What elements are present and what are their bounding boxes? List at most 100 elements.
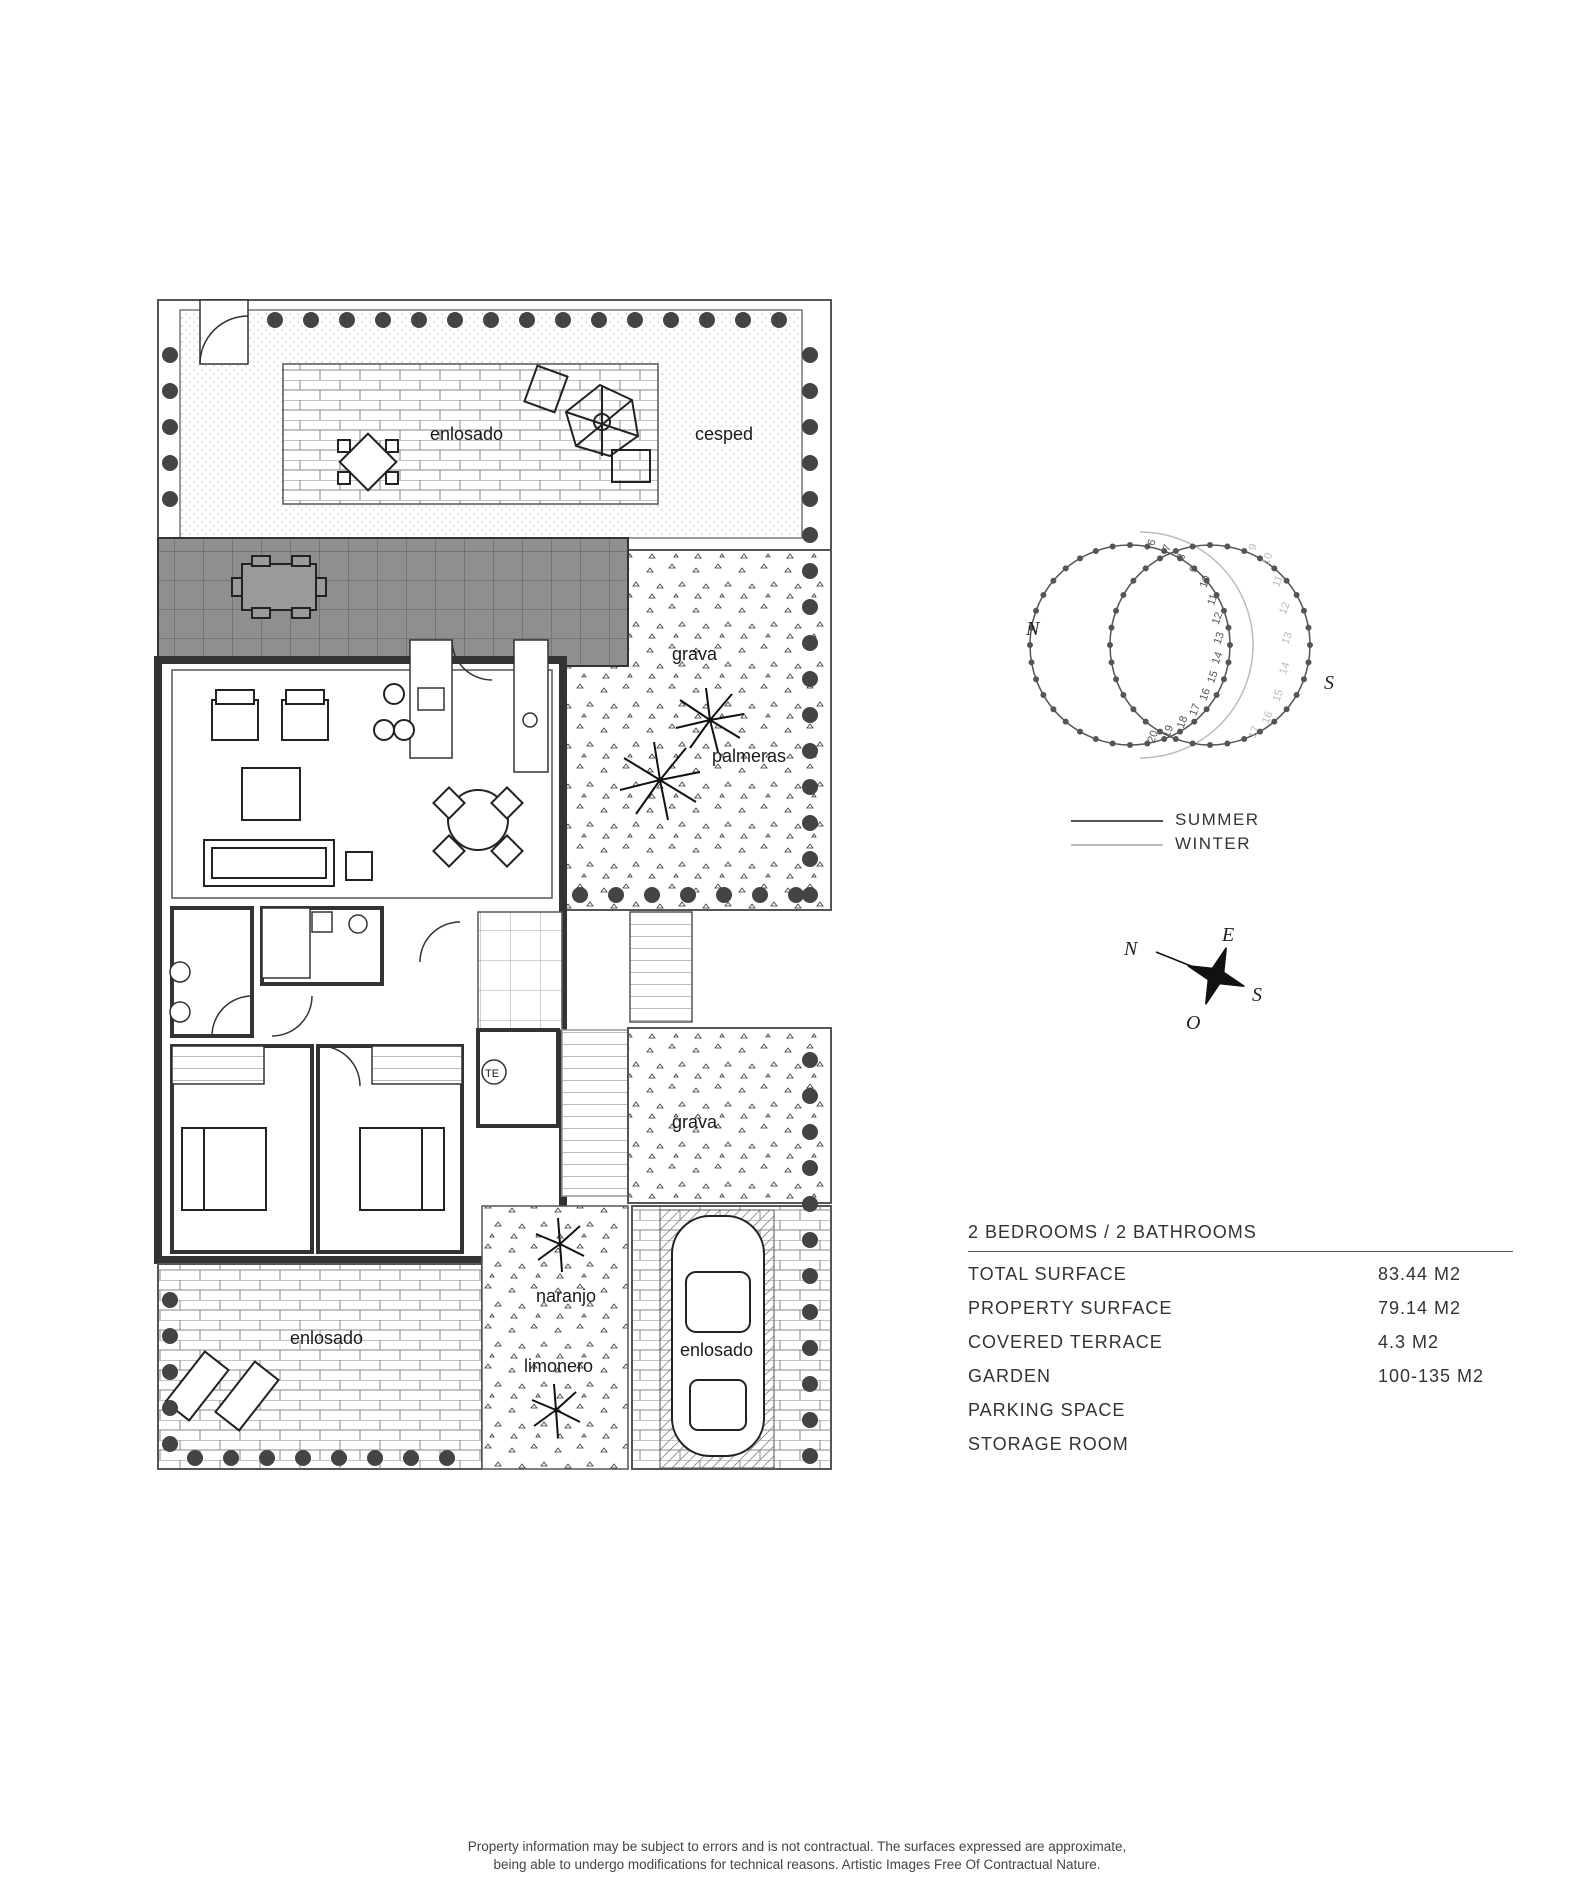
shrub-icon	[802, 779, 818, 795]
shrub-icon	[802, 1088, 818, 1104]
sun-hour-label: 17	[1247, 724, 1262, 740]
footer-line-2: being able to undergo modifications for …	[493, 1857, 1101, 1872]
spec-label: PARKING SPACE	[968, 1400, 1126, 1420]
sun-path-dot	[1109, 740, 1116, 747]
shrub-icon	[802, 1196, 818, 1212]
sun-path-dot	[1224, 740, 1231, 747]
shrub-icon	[802, 1124, 818, 1140]
shrub-icon	[439, 1450, 455, 1466]
sun-path-dot	[1257, 555, 1263, 562]
spec-row: STORAGE ROOM	[968, 1434, 1513, 1468]
sun-path-dot	[1283, 706, 1290, 713]
shrub-icon	[339, 312, 355, 328]
shrub-icon	[802, 1232, 818, 1248]
specs-heading: 2 BEDROOMS / 2 BATHROOMS	[968, 1222, 1513, 1252]
sun-path-dot	[1172, 735, 1179, 742]
sun-path-dot	[1293, 592, 1300, 598]
sun-path-dot	[1109, 543, 1116, 550]
label-enlosado-top: enlosado	[430, 424, 503, 444]
toilet-2-icon	[311, 911, 333, 933]
sun-hour-label: 18	[1175, 714, 1190, 730]
sun-hour-label: 7	[1161, 543, 1174, 553]
sun-path-dot	[1189, 543, 1196, 550]
sun-path-dot	[1191, 565, 1198, 572]
shrub-icon	[802, 563, 818, 579]
shrub-icon	[663, 312, 679, 328]
shower-icon	[261, 907, 311, 979]
boundary-hedge	[162, 312, 818, 1466]
sun-hour-label: 20	[1145, 729, 1160, 745]
sun-path-dot	[1157, 555, 1163, 562]
sun-path-dot	[1157, 728, 1163, 735]
bed-2-icon	[359, 1127, 445, 1211]
sun-path-dot	[1189, 740, 1196, 747]
sun-path-dot	[1062, 565, 1069, 572]
shrub-icon	[295, 1450, 311, 1466]
shrub-icon	[331, 1450, 347, 1466]
sun-path-dot	[1062, 718, 1069, 725]
shrub-icon	[447, 312, 463, 328]
doors	[211, 639, 493, 1087]
round-dining-table-icon	[432, 786, 524, 868]
sun-path-dot	[1040, 692, 1047, 698]
shrub-icon	[187, 1450, 203, 1466]
sun-path-dot	[1225, 624, 1232, 631]
label-te: TE	[485, 1068, 499, 1080]
compass-s: S	[1252, 984, 1262, 1006]
sun-path-dot	[1033, 676, 1040, 683]
sun-hour-label: 19	[1161, 723, 1176, 739]
shrub-icon	[411, 312, 427, 328]
sun-path-dot	[1224, 543, 1231, 550]
sun-path-dot	[1092, 735, 1099, 742]
shrub-icon	[162, 455, 178, 471]
label-grava-lower: grava	[672, 1112, 718, 1132]
shrub-icon	[802, 887, 818, 903]
sun-path-dot	[1107, 642, 1113, 648]
kitchen-counter-right	[513, 639, 549, 773]
entrance-patio	[477, 911, 563, 1031]
shrub-icon	[627, 312, 643, 328]
shrub-icon	[802, 419, 818, 435]
shrub-icon	[802, 383, 818, 399]
sun-path-dot	[1227, 642, 1233, 648]
spec-row: PARKING SPACE	[968, 1400, 1513, 1434]
kitchen-counter	[409, 639, 453, 759]
legend-winter-line	[1071, 843, 1163, 846]
sun-path-dot	[1257, 728, 1263, 735]
shrub-icon	[802, 491, 818, 507]
sun-path-dot	[1271, 718, 1278, 725]
shrub-icon	[802, 1052, 818, 1068]
sun-hour-label: 11	[1271, 574, 1286, 589]
spec-label: PROPERTY SURFACE	[968, 1298, 1173, 1318]
sun-path-dot	[1142, 718, 1149, 725]
label-naranjo: naranjo	[536, 1286, 596, 1306]
palm-tree-icon	[619, 687, 745, 821]
sun-path-dot	[1191, 718, 1198, 725]
shrub-icon	[735, 312, 751, 328]
parasol-icon	[523, 364, 651, 483]
sun-path-diagram: 6789101112131415161718192091011121314151…	[1027, 531, 1313, 759]
sun-path-dot	[1305, 659, 1312, 666]
sun-path-dot	[1120, 692, 1127, 698]
sun-path-dot	[1307, 642, 1313, 648]
sun-path-dot	[1130, 706, 1137, 713]
shrub-icon	[403, 1450, 419, 1466]
shrub-icon	[788, 887, 804, 903]
sun-path-dot	[1050, 706, 1057, 713]
sun-path-dot	[1144, 543, 1151, 550]
gate-top-left	[199, 299, 249, 365]
spec-value: 4.3 M2	[1378, 1332, 1440, 1352]
shrub-icon	[802, 815, 818, 831]
sun-path-dot	[1177, 555, 1183, 562]
sun-path-dot	[1172, 548, 1179, 555]
fruit-tree-icons	[531, 1217, 585, 1439]
sun-hour-label: 15	[1271, 688, 1286, 704]
sun-path-dot	[1028, 624, 1035, 631]
shrub-icon	[644, 887, 660, 903]
